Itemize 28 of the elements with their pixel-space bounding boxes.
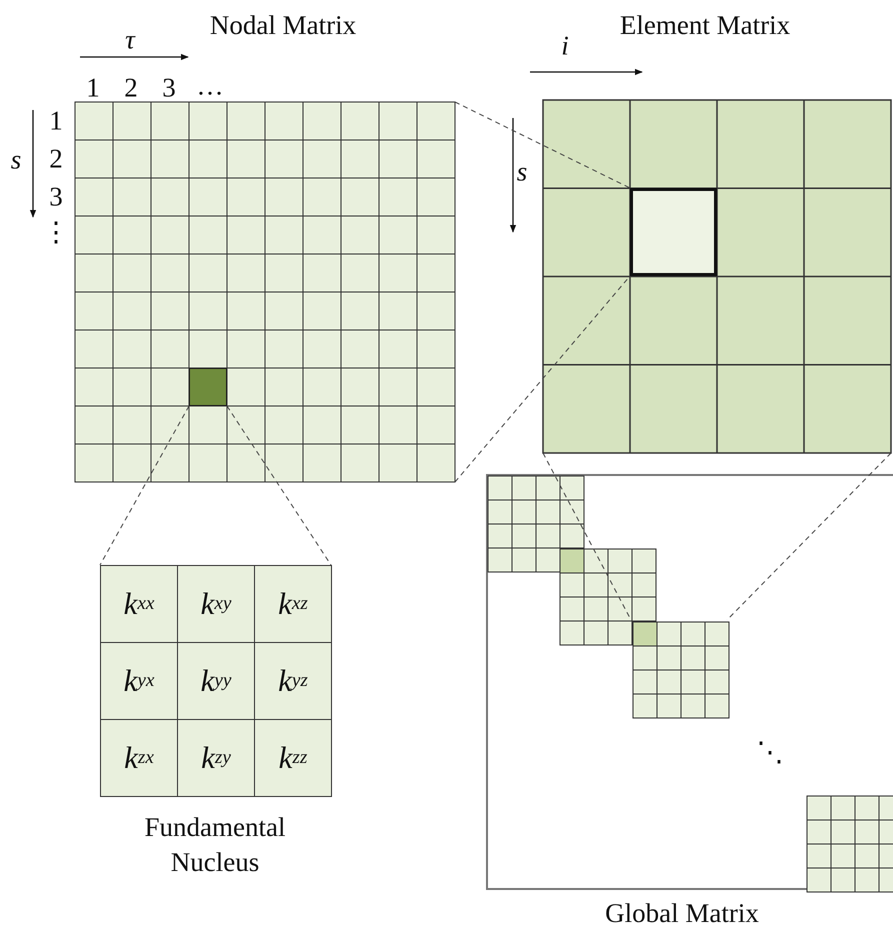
leader-line — [454, 276, 630, 482]
highlighted-cell — [189, 368, 227, 406]
leader-line — [726, 452, 892, 620]
row-number: 2 — [49, 144, 63, 174]
leader-line — [226, 406, 332, 566]
matrix-block — [560, 549, 656, 645]
axis-label: i — [561, 30, 569, 62]
row-number: 3 — [49, 182, 63, 212]
matrix-title: Global Matrix — [605, 898, 759, 927]
axis-label: τ — [125, 24, 135, 56]
highlighted-cell — [630, 188, 717, 276]
axis-label: s — [516, 156, 528, 188]
ellipsis: ⋮ — [42, 216, 70, 248]
column-number: 1 — [86, 72, 100, 104]
matrix-block — [807, 796, 893, 892]
ellipsis: ⋱ — [756, 736, 784, 768]
column-number: 3 — [162, 72, 176, 104]
ellipsis: … — [196, 70, 224, 102]
leader-line — [454, 102, 630, 188]
matrix-title: Nodal Matrix — [210, 10, 356, 41]
axis-label: s — [10, 144, 22, 176]
leader-line — [100, 406, 190, 566]
matrix-block — [633, 622, 729, 718]
column-number: 2 — [124, 72, 138, 104]
matrix-block — [488, 476, 584, 572]
matrix-title: Fundamental Nucleus — [144, 811, 286, 879]
matrix-title: Element Matrix — [620, 10, 790, 41]
row-number: 1 — [49, 106, 63, 136]
